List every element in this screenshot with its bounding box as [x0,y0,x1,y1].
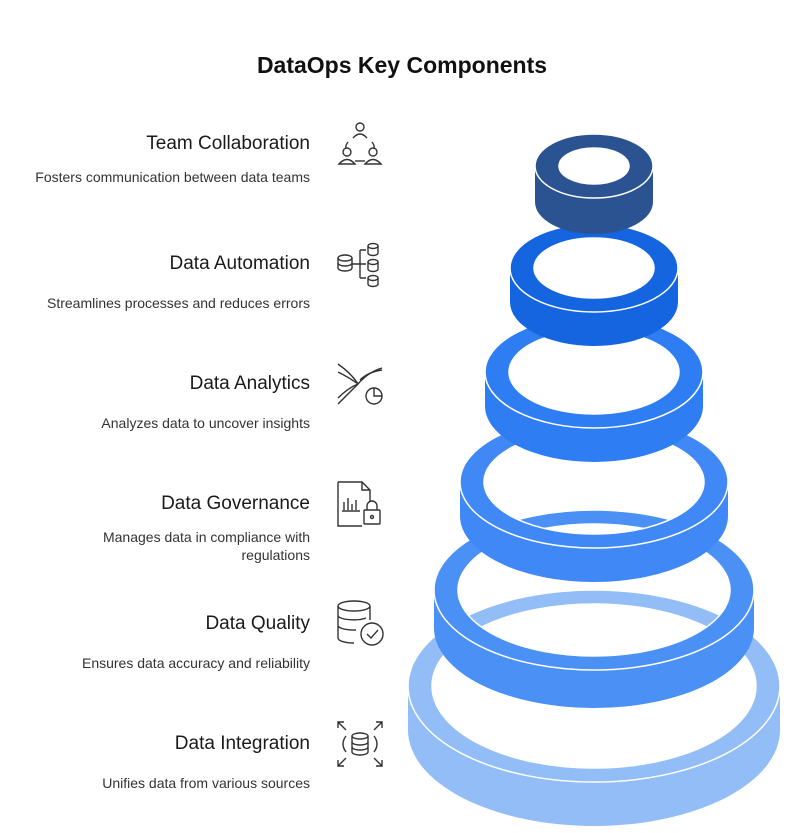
item-label: Data Automation [169,253,310,274]
item-description: Fosters communication between data teams [35,169,310,185]
database-expand-icon [334,718,386,770]
database-automation-icon [334,238,386,290]
item-description: Streamlines processes and reduces errors [46,295,310,311]
item-team-collaboration: Team Collaboration Fosters communication… [10,132,310,186]
item-data-governance: Data Governance Manages data in complian… [10,492,310,564]
database-check-icon [334,598,386,650]
analytics-flow-icon [334,358,386,410]
page-title: DataOps Key Components [256,52,548,78]
ring-data-automation [509,223,679,346]
item-data-automation: Data Automation Streamlines processes an… [10,252,310,312]
item-label: Data Analytics [189,373,310,394]
item-label: Data Integration [174,733,310,754]
item-data-quality: Data Quality Ensures data accuracy and r… [10,612,310,672]
ring-data-integration [407,589,781,826]
item-label: Team Collaboration [146,133,310,154]
team-collaboration-icon [334,118,386,170]
item-data-integration: Data Integration Unifies data from vario… [10,732,310,792]
item-description: Analyzes data to uncover insights [101,415,310,431]
item-label: Data Quality [205,613,310,634]
item-data-analytics: Data Analytics Analyzes data to uncover … [10,372,310,432]
item-description: Manages data in compliance with regulati… [102,529,310,563]
ring-team-collaboration [534,133,654,234]
document-lock-icon [334,478,386,530]
item-description: Ensures data accuracy and reliability [81,655,310,671]
item-label: Data Governance [161,493,310,514]
item-description: Unifies data from various sources [102,775,310,791]
